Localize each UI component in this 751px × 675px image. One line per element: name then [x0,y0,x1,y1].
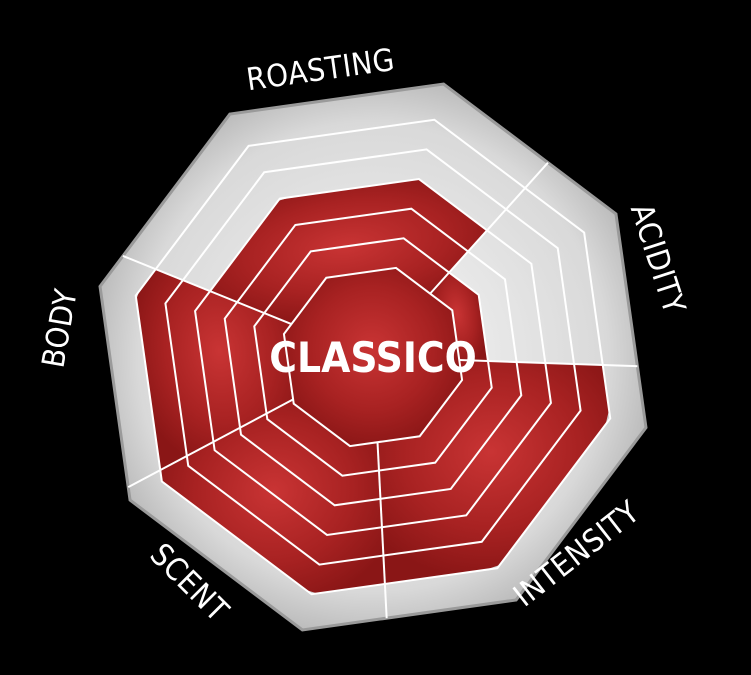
grid-spokes [122,161,638,619]
radar-plot: CLASSICO [98,82,648,632]
sector-acidity [430,272,488,362]
grid-spoke-1 [122,254,292,325]
grid-spoke-3 [459,359,638,368]
grid-spoke-2 [429,161,549,295]
grid-spoke-4 [376,442,388,619]
axis-label-roasting: ROASTING [244,42,397,98]
chart-title: CLASSICO [269,333,476,382]
sector-roasting [210,179,488,325]
grid-spoke-5 [127,398,294,489]
grid-ring-5 [134,118,612,596]
grid-ring-2 [223,207,523,507]
grid-rings [134,118,612,596]
axis-label-body: BODY [36,286,85,371]
grid-ring-1 [253,237,493,477]
grid-ring-3 [194,178,552,536]
axis-label-acidity: ACIDITY [623,199,692,319]
grid-ring-4 [164,148,582,566]
sector-scent [160,399,385,594]
center-hub [282,266,464,448]
